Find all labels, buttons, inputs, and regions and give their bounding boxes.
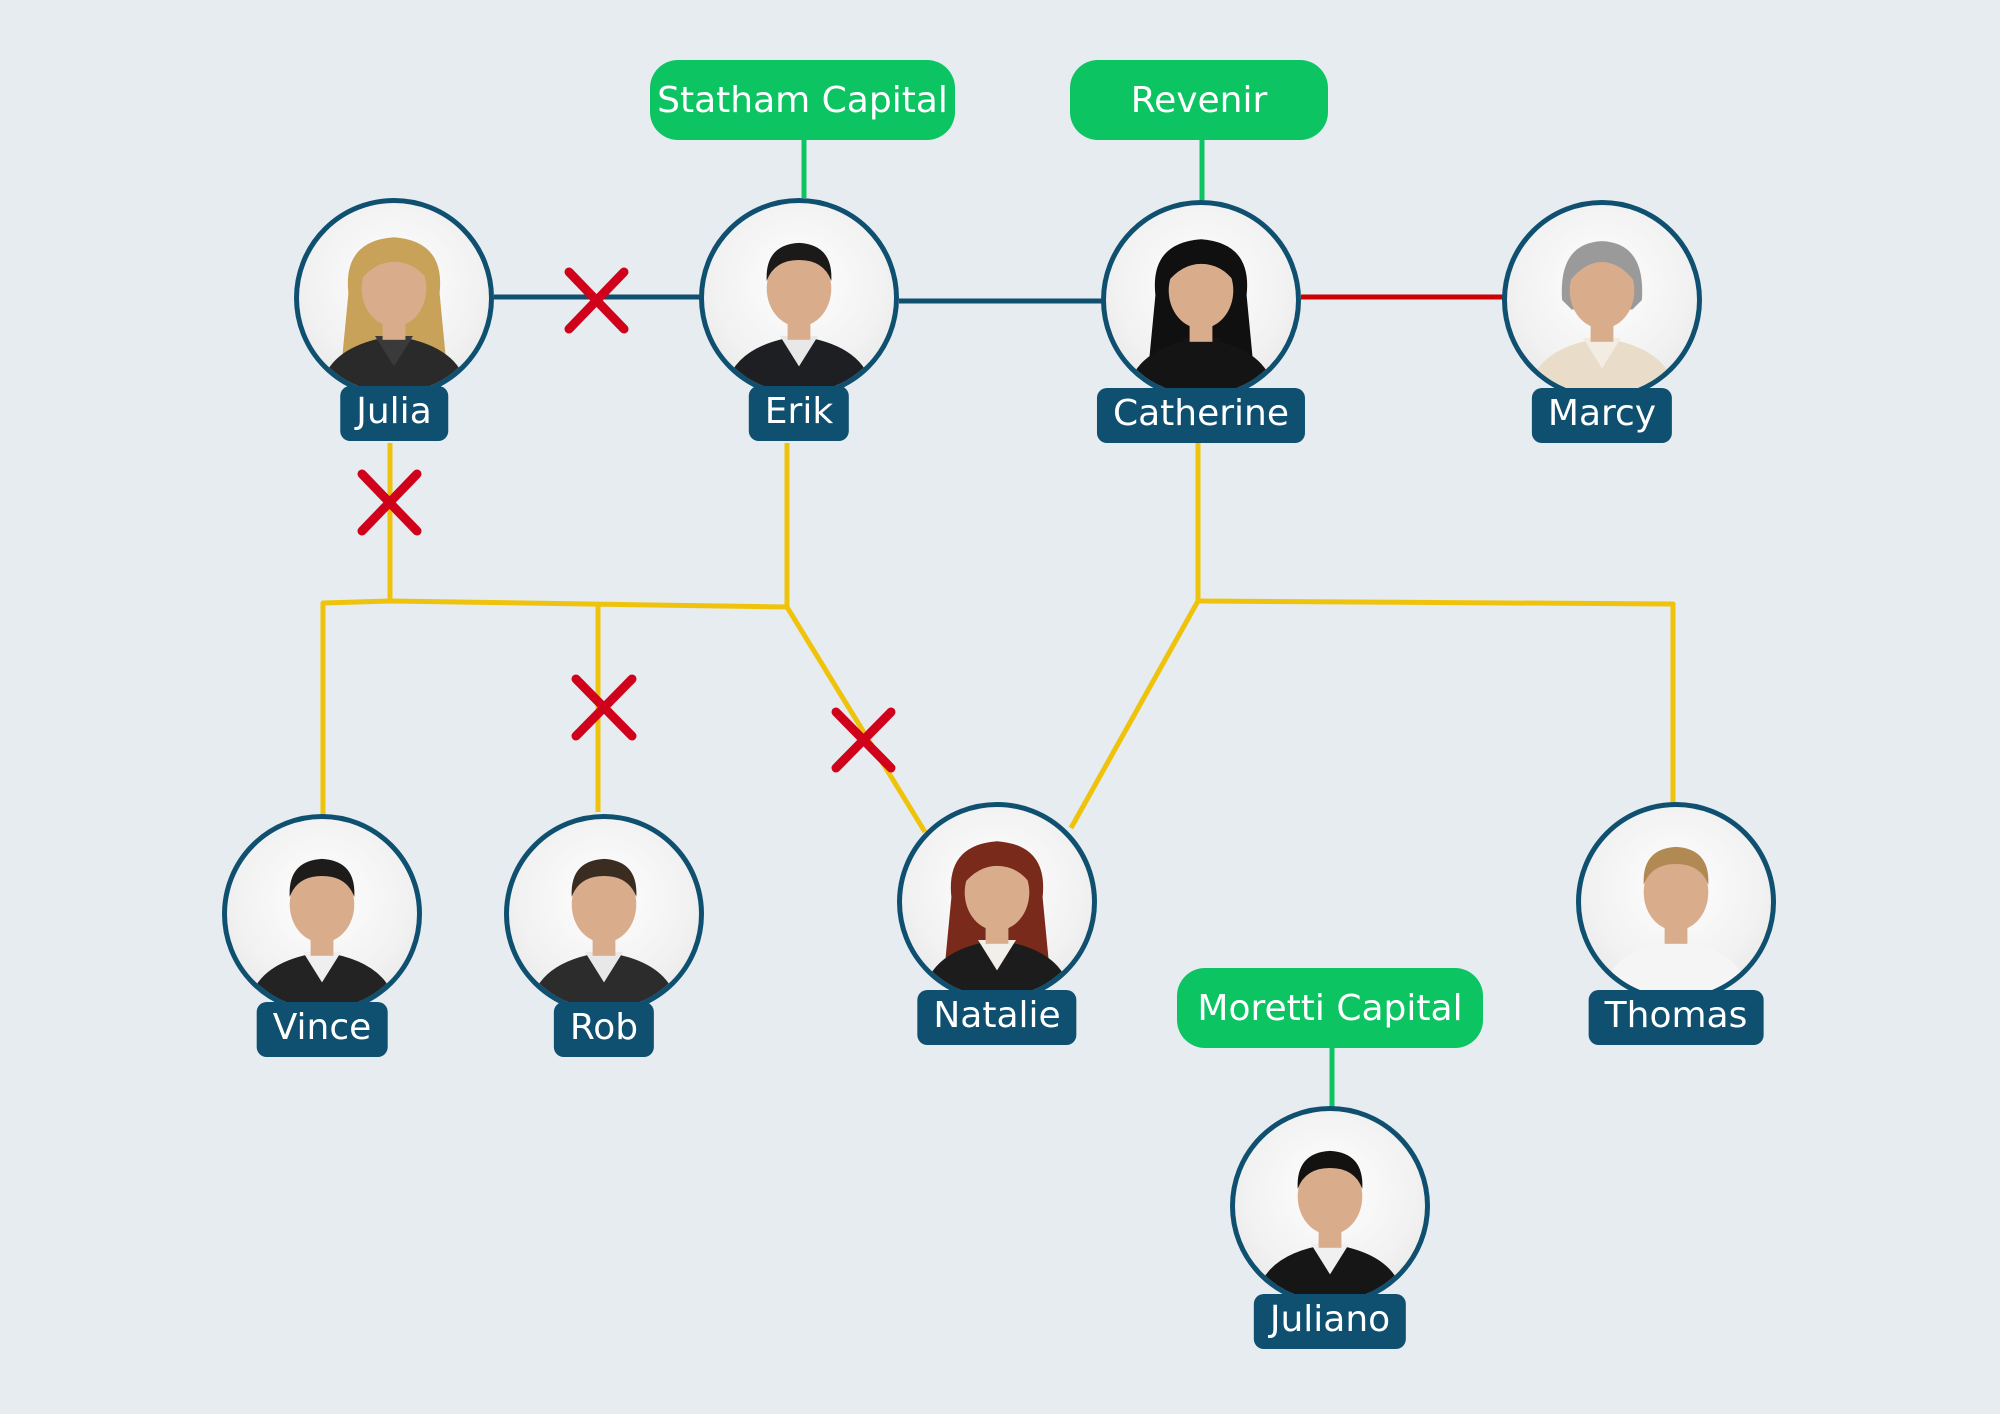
name-tag-vince: Vince — [256, 1002, 388, 1057]
portrait-man-black-suit-icon — [1230, 1106, 1430, 1306]
name-tag-julia: Julia — [340, 386, 448, 441]
name-tag-thomas: Thomas — [1588, 990, 1764, 1045]
family-links — [320, 443, 1676, 834]
org-links — [801, 140, 1335, 1107]
cross-marks — [357, 267, 896, 773]
cross-mark-icon — [357, 469, 422, 536]
portrait-older-woman-icon — [1502, 200, 1702, 400]
link-to-natalie-right — [1068, 599, 1201, 830]
portrait-blonde-woman-icon — [294, 198, 494, 398]
portrait-red-haired-woman-icon — [897, 802, 1097, 1002]
org-moretti-capital: Moretti Capital — [1177, 968, 1483, 1048]
portrait-dark-haired-woman-icon — [1101, 200, 1301, 400]
portrait-man-glasses-icon — [1576, 802, 1776, 1002]
cross-mark-icon — [571, 674, 637, 741]
portrait-man-tie-icon — [504, 814, 704, 1014]
cross-mark-icon — [564, 267, 629, 334]
cross-mark-icon — [831, 707, 896, 773]
portrait-man-open-shirt-icon — [222, 814, 422, 1014]
name-tag-rob: Rob — [553, 1002, 655, 1057]
org-statham-capital: Statham Capital — [650, 60, 955, 140]
name-tag-natalie: Natalie — [917, 990, 1077, 1045]
link-to-natalie-left — [784, 605, 928, 834]
name-tag-catherine: Catherine — [1096, 388, 1306, 443]
org-revenir: Revenir — [1070, 60, 1328, 140]
name-tag-erik: Erik — [748, 386, 850, 441]
name-tag-marcy: Marcy — [1531, 388, 1673, 443]
link-julia-erik-children — [320, 598, 788, 815]
name-tag-juliano: Juliano — [1253, 1294, 1407, 1349]
portrait-man-suit-icon — [699, 198, 899, 398]
partner-links — [494, 294, 1503, 304]
link-catherine-children — [1197, 598, 1676, 805]
